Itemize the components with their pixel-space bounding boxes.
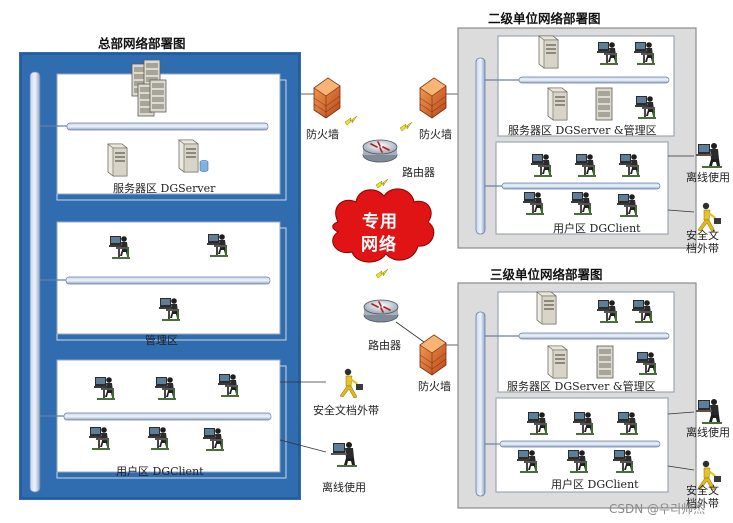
- hq-secure-out-label: 安全文档外带: [313, 404, 379, 417]
- database-icon: [199, 160, 209, 172]
- hq-offline-label: 离线使用: [322, 481, 366, 494]
- firewall-label: 防火墙: [306, 128, 339, 141]
- secure-document-carrier-icon: [697, 202, 722, 233]
- hq-admin-bus: [65, 276, 271, 285]
- level3-offline-label: 离线使用: [686, 426, 730, 439]
- hq-server-zone: [56, 73, 281, 195]
- cloud-label-line2: 网络: [361, 235, 397, 255]
- server-icon: [536, 291, 557, 325]
- server-icon: [547, 87, 568, 121]
- hq-title: 总部网络部署图: [98, 36, 186, 51]
- link-bolt-icon: [375, 268, 389, 279]
- cloud-label-line1: 专用: [362, 212, 398, 232]
- level2-offline-label: 离线使用: [686, 171, 730, 184]
- level2-secure-out-label: 安全文档外带: [686, 229, 719, 255]
- level3-title: 三级单位网络部署图: [490, 267, 603, 282]
- level3-secure-out-label: 安全文档外带: [686, 484, 719, 510]
- hq-server-zone-label: 服务器区 DGServer: [113, 182, 216, 195]
- level3-user-zone-label: 用户区 DGClient: [551, 478, 639, 491]
- rack-server-icon: [595, 87, 613, 121]
- link-bolt-icon: [399, 121, 413, 132]
- hq-dgserver-icon: [178, 139, 199, 173]
- level2-server-zone-label: 服务器区 DGServer &管理区: [508, 124, 657, 137]
- level2-user-zone-label: 用户区 DGClient: [553, 222, 641, 235]
- rack-server-icon: [596, 345, 614, 379]
- hq-user-bus: [63, 412, 272, 421]
- firewall-label: 防火墙: [418, 380, 451, 393]
- offline-user-icon: [331, 442, 357, 467]
- firewall-icon: [313, 77, 341, 119]
- router-icon: [363, 299, 399, 323]
- hq-server-bus: [66, 122, 269, 131]
- level2-title: 二级单位网络部署图: [488, 11, 601, 26]
- watermark: CSDN @우리帅杰: [609, 502, 706, 516]
- offline-user-icon: [696, 399, 722, 424]
- offline-user-icon: [696, 143, 722, 168]
- level3-server-zone-label: 服务器区 DGServer &管理区: [507, 380, 656, 393]
- secure-document-carrier-icon: [339, 368, 364, 399]
- router-icon: [362, 139, 398, 163]
- server-icon: [547, 345, 568, 379]
- hq-backbone: [29, 71, 41, 493]
- hq-server-icon: [107, 143, 128, 177]
- firewall-icon: [419, 334, 447, 376]
- firewall-icon: [419, 77, 447, 119]
- server-icon: [538, 35, 559, 69]
- link-bolt-icon: [344, 115, 358, 126]
- hq-admin-zone-label: 管理区: [145, 334, 178, 347]
- router-label: 路由器: [402, 166, 435, 179]
- router-label: 路由器: [368, 339, 401, 352]
- firewall-label: 防火墙: [419, 128, 452, 141]
- hq-user-zone-label: 用户区 DGClient: [116, 465, 204, 478]
- private-network-cloud: [332, 188, 435, 263]
- link-bolt-icon: [375, 178, 389, 189]
